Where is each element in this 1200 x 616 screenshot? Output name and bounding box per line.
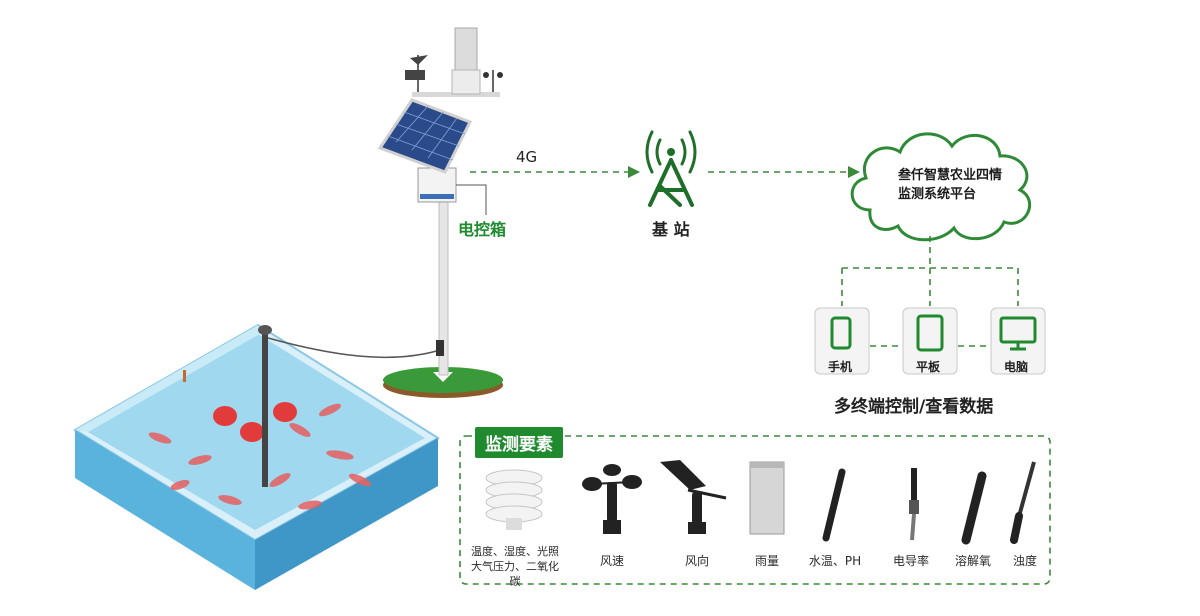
elements-title: 监测要素 bbox=[475, 427, 563, 458]
dissolved-oxygen-probe-icon bbox=[961, 471, 987, 545]
elements-box bbox=[459, 435, 1051, 585]
turbidity-probe-icon bbox=[1010, 461, 1036, 544]
water-temp-ph-probe-icon bbox=[822, 468, 846, 542]
platform-name-line1: 叁仟智慧农业四情 bbox=[898, 168, 1003, 183]
sensor-label-wind-speed: 风速 bbox=[599, 554, 624, 568]
terminal-tablet bbox=[902, 307, 958, 375]
sensor-label-dissolved-oxygen: 溶解氧 bbox=[954, 554, 991, 568]
solar-panel bbox=[377, 98, 473, 174]
base-station-label: 基 站 bbox=[652, 220, 690, 239]
anemometer-icon bbox=[582, 464, 642, 534]
platform-name: 叁仟智慧农业四情 监测系统平台 bbox=[898, 166, 1002, 204]
sensor-label-turbidity: 浊度 bbox=[1012, 554, 1037, 568]
base-station-icon bbox=[645, 130, 697, 207]
crayfish-group bbox=[148, 403, 372, 510]
thermo-hygro-shield-icon bbox=[485, 469, 543, 530]
terminal-label-computer: 电脑 bbox=[1004, 360, 1029, 374]
buoy bbox=[213, 406, 237, 426]
terminal-computer bbox=[990, 307, 1046, 375]
rain-gauge-icon bbox=[749, 461, 785, 535]
sensor-label-air: 温度、湿度、光照 大气压力、二氧化碳 bbox=[471, 545, 559, 588]
buoy bbox=[273, 402, 297, 422]
sensor-label-water-temp-ph: 水温、PH bbox=[808, 554, 862, 568]
link-label: 4G bbox=[516, 148, 538, 166]
sensor-label-conductivity: 电导率 bbox=[892, 554, 929, 568]
buoy bbox=[240, 422, 264, 442]
sensor-label-rainfall: 雨量 bbox=[754, 554, 779, 568]
sensor-label-wind-direction: 风向 bbox=[684, 554, 709, 568]
conductivity-probe-icon bbox=[909, 468, 919, 541]
label-leader bbox=[456, 184, 487, 215]
pond-sensor-pole bbox=[262, 332, 268, 487]
control-box-label: 电控箱 bbox=[458, 220, 507, 239]
wind-vane-icon bbox=[660, 460, 727, 534]
terminal-label-phone: 手机 bbox=[828, 360, 853, 374]
cable bbox=[267, 337, 441, 359]
terminal-links bbox=[841, 236, 1019, 347]
multi-terminal-caption: 多终端控制/查看数据 bbox=[834, 397, 994, 417]
rain-gauge-top bbox=[454, 27, 478, 77]
weather-station bbox=[377, 27, 503, 398]
platform-name-line2: 监测系统平台 bbox=[898, 187, 977, 202]
terminal-phone bbox=[814, 307, 870, 375]
fish-pond bbox=[73, 323, 440, 590]
terminal-label-tablet: 平板 bbox=[916, 360, 941, 374]
